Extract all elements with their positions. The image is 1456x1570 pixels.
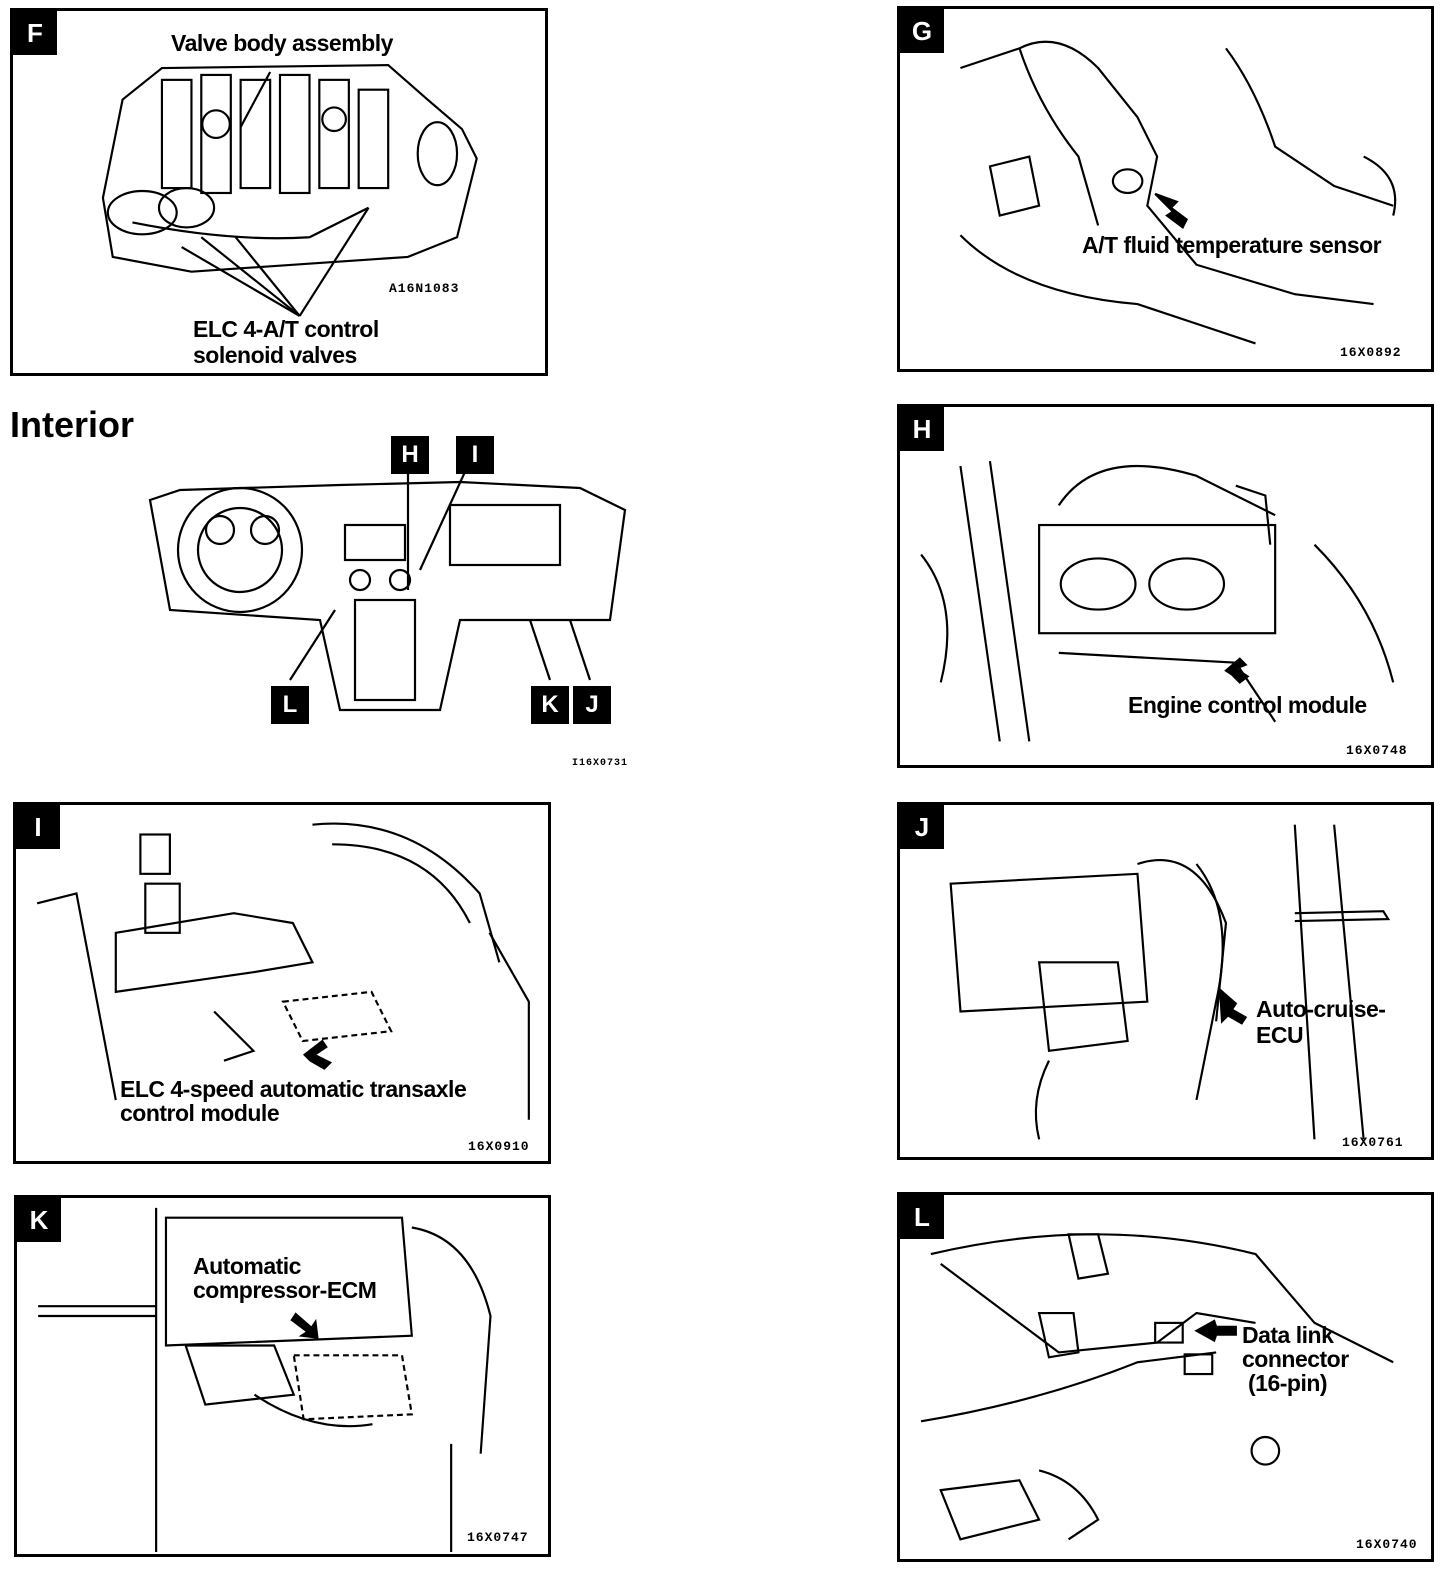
label-transaxle-line1: ELC 4-speed automatic transaxle xyxy=(120,1076,467,1102)
label-solenoid-line1: ELC 4-A/T control xyxy=(193,316,379,342)
panel-tag: I xyxy=(16,805,60,849)
label-dlc-line2: connector xyxy=(1242,1346,1349,1372)
dashboard-illustration xyxy=(148,470,627,712)
label-solenoid-line2: solenoid valves xyxy=(193,342,357,368)
engine-module-illustration xyxy=(920,460,1395,742)
cruise-ecu-illustration xyxy=(949,824,1391,1140)
label-cruise-line2: ECU xyxy=(1256,1022,1304,1048)
label-compressor-line2: compressor-ECM xyxy=(193,1277,377,1303)
valve-body-illustration xyxy=(101,64,478,317)
compressor-ecm-illustration xyxy=(38,1207,492,1553)
figure-code: 16X0740 xyxy=(1356,1537,1418,1552)
interior-heading: Interior xyxy=(10,404,135,445)
panel-j: J Auto-cruise- ECU 16X0761 xyxy=(897,802,1434,1160)
figure-code: 16X0910 xyxy=(468,1139,530,1154)
panel-i: I ELC 4-speed automatic transaxle contro… xyxy=(13,802,551,1164)
panel-k: K Automatic compressor-ECM 16X0747 xyxy=(14,1195,551,1557)
panel-l: L Data link connector (16-pin) 16X0740 xyxy=(897,1192,1434,1562)
panel-tag: H xyxy=(900,407,944,451)
label-transaxle-line2: control module xyxy=(120,1100,280,1126)
label-valve-body: Valve body assembly xyxy=(171,30,393,56)
panel-tag: K xyxy=(17,1198,61,1242)
panel-h: H Engine control module 16X0748 xyxy=(897,404,1434,768)
label-dlc-line1: Data link xyxy=(1242,1322,1334,1348)
figure-code: 16X0892 xyxy=(1340,345,1402,360)
panel-g: G A/T fluid temperature sensor 16X0892 xyxy=(897,6,1434,372)
data-link-connector-illustration xyxy=(920,1233,1394,1541)
callout-k: K xyxy=(531,686,569,724)
callout-i: I xyxy=(456,436,494,474)
panel-tag: J xyxy=(900,805,944,849)
callout-j: J xyxy=(573,686,611,724)
figure-code: 16X0748 xyxy=(1346,743,1408,758)
figure-code: 16X0761 xyxy=(1342,1135,1404,1150)
label-dlc-line3: (16-pin) xyxy=(1248,1370,1328,1396)
label-fluid-sensor: A/T fluid temperature sensor xyxy=(1082,232,1382,258)
callout-l: L xyxy=(271,686,309,724)
label-cruise-line1: Auto-cruise- xyxy=(1256,996,1386,1022)
panel-tag: L xyxy=(900,1195,944,1239)
label-engine-module: Engine control module xyxy=(1128,692,1367,718)
figure-code: 16X0747 xyxy=(467,1530,529,1545)
label-compressor-line1: Automatic xyxy=(193,1253,301,1279)
panel-f: F Valve body assembly A16N1083 ELC 4-A/T… xyxy=(10,8,548,376)
figure-code: A16N1083 xyxy=(389,281,460,296)
interior-figure-code: I16X0731 xyxy=(572,758,629,769)
callout-h: H xyxy=(391,436,429,474)
panel-tag: G xyxy=(900,9,944,53)
transaxle-module-illustration xyxy=(36,822,530,1120)
fluid-sensor-illustration xyxy=(959,40,1397,345)
panel-tag: F xyxy=(13,11,57,55)
